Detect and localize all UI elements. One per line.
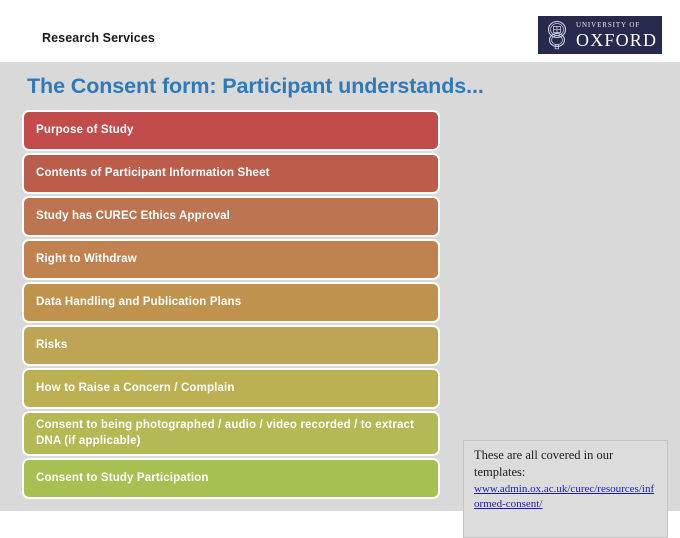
consent-topic-label: Right to Withdraw [36,252,137,265]
consent-topic-item: Contents of Participant Information Shee… [22,153,440,194]
callout-lead-text: These are all covered in our templates: [474,448,614,479]
logo-wordmark: UNIVERSITY OF OXFORD [576,20,658,50]
page-header: Research Services UNIVERSITY OF OXFORD [0,0,680,62]
consent-topic-item: Study has CUREC Ethics Approval [22,196,440,237]
curec-informed-consent-link[interactable]: www.admin.ox.ac.uk/curec/resources/infor… [474,483,655,510]
logo-line-university: UNIVERSITY OF [576,20,641,29]
templates-callout-box: These are all covered in our templates: … [463,440,668,538]
consent-topic-item: Purpose of Study [22,110,440,151]
consent-topic-label: Data Handling and Publication Plans [36,295,242,308]
consent-topic-item: Consent to being photographed / audio / … [22,411,440,456]
consent-topic-label: Study has CUREC Ethics Approval [36,209,231,222]
consent-topic-item: Consent to Study Participation [22,458,440,499]
consent-topic-item: Data Handling and Publication Plans [22,282,440,323]
consent-topic-label: How to Raise a Concern / Complain [36,381,235,394]
consent-topic-label: Risks [36,338,68,351]
oxford-university-logo: UNIVERSITY OF OXFORD [538,16,662,54]
logo-line-oxford: OXFORD [576,29,658,50]
consent-topic-label: Consent to Study Participation [36,471,209,484]
consent-topic-label: Purpose of Study [36,123,134,136]
oxford-crest-icon [547,20,567,50]
slide-content-area: The Consent form: Participant understand… [0,62,680,538]
consent-topic-item: How to Raise a Concern / Complain [22,368,440,409]
slide-title: The Consent form: Participant understand… [27,74,484,98]
consent-topic-label: Consent to being photographed / audio / … [36,418,415,447]
consent-topic-label: Contents of Participant Information Shee… [36,166,270,179]
consent-topic-item: Right to Withdraw [22,239,440,280]
department-title: Research Services [42,31,155,45]
consent-topic-item: Risks [22,325,440,366]
